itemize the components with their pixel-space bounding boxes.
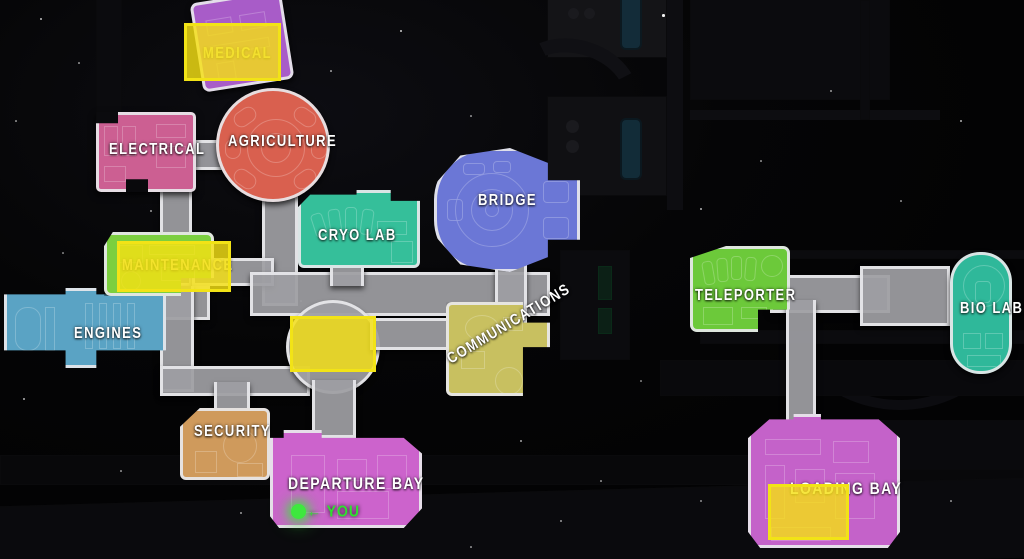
highlight-hub[interactable] [290, 316, 376, 372]
highlight-maintenance[interactable] [117, 241, 231, 292]
room-electrical[interactable] [96, 112, 196, 192]
player-dot-icon [291, 503, 306, 519]
corridor-biolab-west [860, 266, 950, 326]
room-security[interactable] [180, 408, 270, 480]
player-you-marker: ← YOU [291, 501, 360, 521]
corridor-hub-departure [312, 380, 356, 438]
room-electrical-blueprint-host [96, 112, 196, 192]
room-bio-lab[interactable] [950, 252, 1012, 374]
highlight-medical[interactable] [184, 23, 281, 81]
room-agriculture[interactable] [216, 88, 330, 202]
highlight-loading-bay[interactable] [768, 484, 849, 540]
room-cryo-lab[interactable] [298, 190, 420, 268]
player-you-label: ← YOU [307, 501, 360, 521]
